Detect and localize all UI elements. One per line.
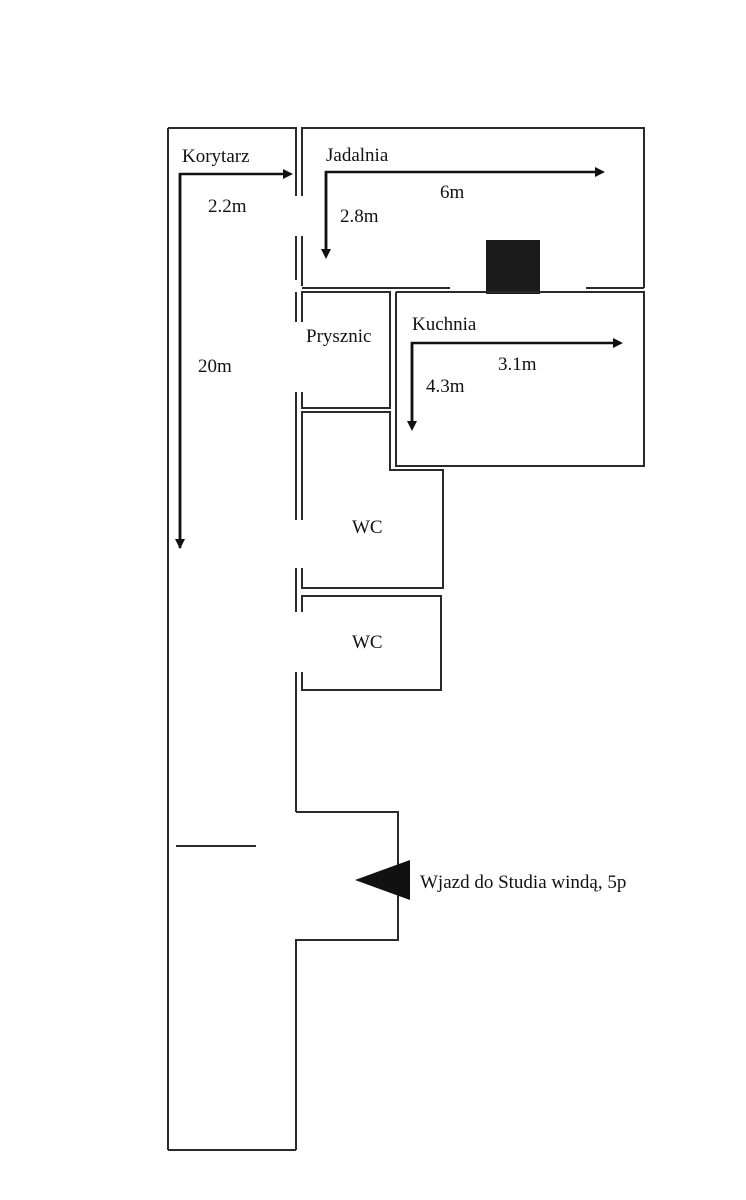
kitchen-depth-label: 4.3m [426,376,465,397]
shower-wall [301,291,391,409]
kitchen-width-label: 3.1m [498,354,537,375]
wc-1-wall [301,411,444,589]
corridor-length-label: 20m [198,356,232,377]
entrance-arrow-icon [355,860,410,900]
kitchen-wall [395,291,645,467]
corridor-wall [168,127,297,196]
dining-label: Jadalnia [326,145,389,166]
corridor-width-arrow [178,169,293,548]
wc-2-label: WC [352,632,383,653]
dining-depth-label: 2.8m [340,206,379,227]
entrance-label: Wjazd do Studia windą, 5p [420,872,626,893]
dining-width-label: 6m [440,182,465,203]
kitchen-label: Kuchnia [412,314,477,335]
corridor-label: Korytarz [182,146,250,167]
pillar [486,240,540,294]
wc-2-wall [301,595,442,691]
elevator-alcove-wall [295,811,399,1150]
corridor-width-label: 2.2m [208,196,247,217]
wc-1-label: WC [352,517,383,538]
shower-label: Prysznic [306,326,371,347]
dining-wall [301,127,645,288]
